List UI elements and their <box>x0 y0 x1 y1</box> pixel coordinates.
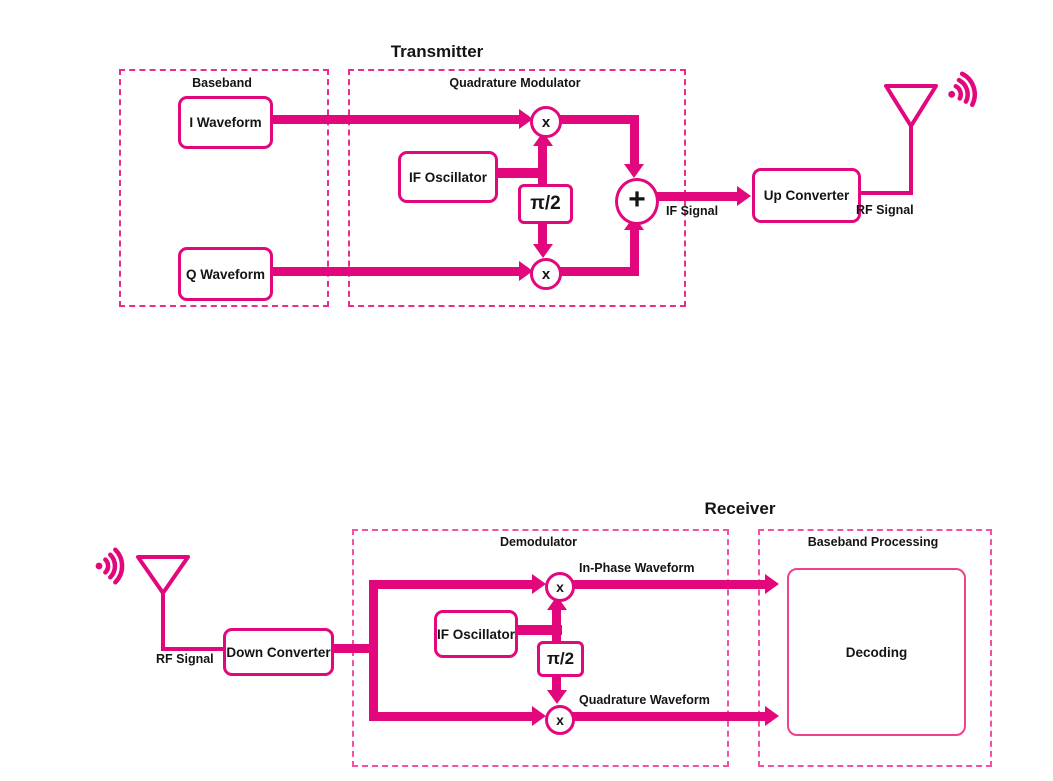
q-waveform-label: Q Waveform <box>185 266 266 282</box>
decoding-block: Decoding <box>787 568 966 736</box>
connector <box>369 580 378 721</box>
connector <box>369 712 533 721</box>
tx-multiplier-bottom-node: x <box>530 258 562 290</box>
connector <box>630 115 639 165</box>
connector <box>652 192 738 201</box>
demodulator-section-label: Demodulator <box>499 535 578 549</box>
up-converter-label: Up Converter <box>763 188 850 203</box>
connector <box>630 227 639 276</box>
connector <box>569 580 766 589</box>
multiplier-symbol: x <box>556 579 564 595</box>
arrowhead <box>519 261 533 281</box>
connector <box>554 267 639 276</box>
quadrature-waveform-label: Quadrature Waveform <box>579 693 710 707</box>
multiplier-symbol: x <box>556 712 564 728</box>
connector <box>161 591 165 651</box>
adder-symbol: + <box>628 183 646 216</box>
connector <box>369 580 533 589</box>
tx-if-oscillator-block: IF Oscillator <box>398 151 498 203</box>
tx-multiplier-top-node: x <box>530 106 562 138</box>
connector <box>490 168 542 178</box>
arrowhead <box>765 706 779 726</box>
rx-multiplier-bottom-node: x <box>545 705 575 735</box>
rx-if-oscillator-block: IF Oscillator <box>434 610 518 658</box>
tx-antenna-icon <box>880 82 942 132</box>
if-signal-label: IF Signal <box>666 204 719 218</box>
i-waveform-label: I Waveform <box>189 115 262 130</box>
rx-radio-waves-icon <box>94 540 132 592</box>
rx-antenna-icon <box>132 553 194 599</box>
baseband-section-box <box>119 69 329 307</box>
connector <box>855 191 911 195</box>
rx-phase-shift-label: π/2 <box>546 649 575 668</box>
tx-if-oscillator-label: IF Oscillator <box>408 169 488 185</box>
tx-phase-shift-block: π/2 <box>518 184 573 224</box>
tx-rf-signal-label: RF Signal <box>856 203 914 217</box>
connector <box>161 647 227 651</box>
connector <box>328 644 374 653</box>
rx-rf-signal-label: RF Signal <box>156 652 214 666</box>
multiplier-symbol: x <box>541 265 551 283</box>
arrowhead <box>737 186 751 206</box>
arrowhead <box>765 574 779 594</box>
i-waveform-block: I Waveform <box>178 96 273 149</box>
tx-radio-waves-icon <box>939 59 991 120</box>
transmitter-title: Transmitter <box>390 42 484 61</box>
arrowhead <box>519 109 533 129</box>
in-phase-waveform-label: In-Phase Waveform <box>579 561 695 575</box>
connector <box>554 115 639 124</box>
arrowhead <box>624 164 644 178</box>
multiplier-symbol: x <box>541 113 551 131</box>
receiver-title: Receiver <box>704 499 776 518</box>
arrowhead <box>532 574 546 594</box>
tx-phase-shift-label: π/2 <box>530 193 561 214</box>
connector <box>569 712 766 721</box>
quadrature-modulator-section-box <box>348 69 686 307</box>
rx-if-oscillator-label: IF Oscillator <box>436 626 516 642</box>
baseband-section-label: Baseband <box>192 76 252 90</box>
baseband-processing-section-box <box>758 529 992 767</box>
tx-adder-node: + <box>615 178 659 225</box>
connector <box>267 115 520 124</box>
up-converter-block: Up Converter <box>752 168 861 223</box>
arrowhead <box>532 706 546 726</box>
arrowhead <box>533 244 553 258</box>
rx-multiplier-top-node: x <box>545 572 575 602</box>
q-waveform-block: Q Waveform <box>178 247 273 301</box>
down-converter-block: Down Converter <box>223 628 334 676</box>
quadrature-modulator-section-label: Quadrature Modulator <box>449 76 581 90</box>
arrowhead <box>547 690 567 704</box>
rx-phase-shift-block: π/2 <box>537 641 584 677</box>
down-converter-label: Down Converter <box>226 644 331 660</box>
connector <box>267 267 520 276</box>
connector <box>909 124 913 195</box>
baseband-processing-section-label: Baseband Processing <box>807 535 939 549</box>
decoding-label: Decoding <box>845 644 908 660</box>
connector <box>510 625 562 635</box>
